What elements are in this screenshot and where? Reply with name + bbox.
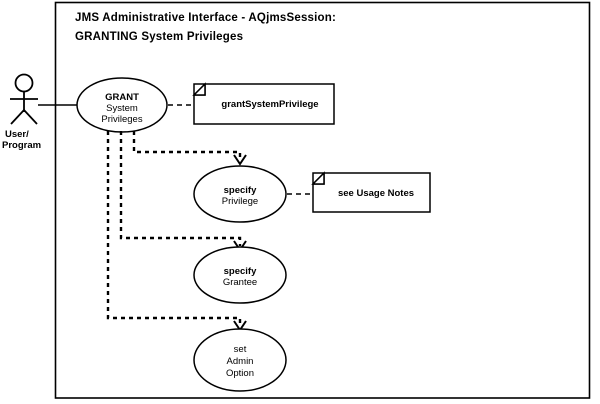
use-case-specify-grantee: specify Grantee [193, 246, 287, 304]
use-case-label-line2: Privilege [222, 196, 258, 207]
note-folded-corner-icon [192, 82, 206, 96]
use-case-label-line2: System [106, 103, 138, 114]
use-case-set-admin-option: set Admin Option [193, 328, 287, 392]
use-case-label-line1: specify [224, 185, 257, 196]
note-see-usage-notes: see Usage Notes [311, 171, 431, 213]
use-case-label-line2: Admin [227, 356, 254, 367]
actor-head-icon [14, 73, 34, 93]
use-case-ellipse [193, 328, 287, 392]
actor-label-line1: User/ [5, 129, 29, 140]
use-case-grant-system-privileges: GRANT System Privileges [76, 77, 168, 133]
use-case-label-line1: GRANT [105, 92, 139, 103]
actor-left-leg-line [10, 109, 25, 125]
use-case-label-line1: specify [224, 266, 257, 277]
connector-to-specify-privilege [132, 131, 242, 160]
actor-label-line2: Program [2, 140, 41, 151]
note-folded-corner-icon [311, 171, 325, 185]
arrowhead-specify-privilege-icon [233, 154, 247, 166]
use-case-label-line3: Privileges [101, 114, 142, 125]
use-case-label-line3: Option [226, 368, 254, 379]
actor-right-leg-line [23, 109, 38, 125]
use-case-ellipse [193, 246, 287, 304]
user-program-actor: User/ Program [2, 73, 41, 151]
note-body [312, 172, 431, 213]
connector-to-set-admin-option [106, 131, 242, 326]
note-label: grantSystemPrivilege [221, 99, 318, 110]
use-case-specify-privilege: specify Privilege [193, 165, 287, 223]
include-connectors [106, 131, 242, 326]
note-label: see Usage Notes [338, 188, 414, 199]
note-grant-system-privilege: grantSystemPrivilege [192, 82, 335, 125]
diagram-title-line1: JMS Administrative Interface - AQjmsSess… [75, 12, 336, 24]
use-case-label-line1: set [234, 344, 247, 355]
use-case-label-line2: Grantee [223, 277, 257, 288]
diagram-title-line2: GRANTING System Privileges [75, 31, 243, 43]
use-case-ellipse [193, 165, 287, 223]
